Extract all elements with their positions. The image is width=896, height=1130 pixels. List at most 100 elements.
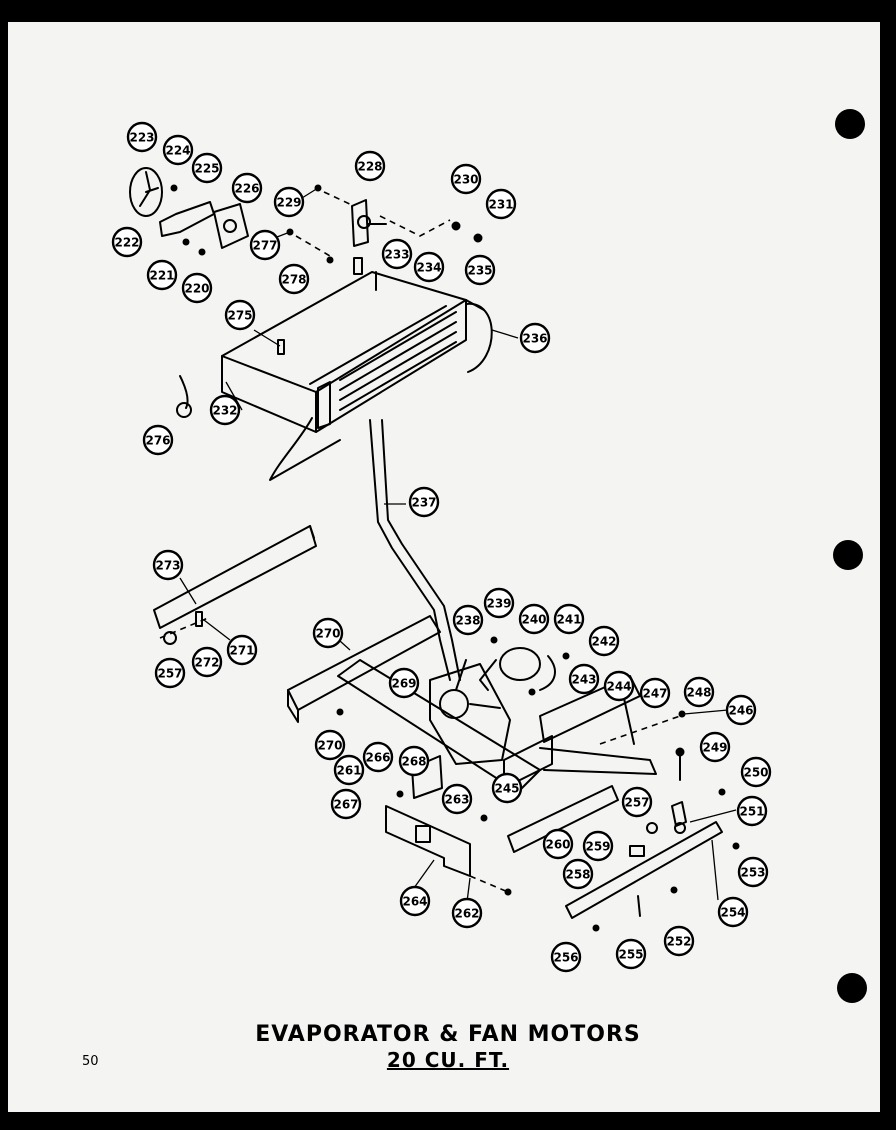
callout-230: 230	[450, 163, 482, 195]
top-border-band	[0, 0, 896, 22]
callout-224: 224	[162, 134, 194, 166]
callout-circle	[312, 617, 344, 649]
callout-245: 245	[491, 772, 523, 804]
callout-circle	[542, 828, 574, 860]
callout-circle	[111, 226, 143, 258]
callout-circle	[399, 885, 431, 917]
mounting-rail	[153, 525, 317, 645]
callout-circle	[717, 896, 749, 928]
callout-247: 247	[639, 677, 671, 709]
callout-circle	[621, 786, 653, 818]
callout-257: 257	[621, 786, 653, 818]
callout-235: 235	[464, 254, 496, 286]
callout-252: 252	[663, 925, 695, 957]
callout-255: 255	[615, 938, 647, 970]
callout-circle	[126, 121, 158, 153]
callout-254: 254	[717, 896, 749, 928]
callout-circle	[452, 604, 484, 636]
callout-label: 247	[642, 687, 667, 701]
callout-circle	[553, 603, 585, 635]
callout-263: 263	[441, 783, 473, 815]
callout-label: 250	[743, 766, 768, 780]
callout-label: 240	[521, 613, 546, 627]
callout-260: 260	[542, 828, 574, 860]
callout-circle	[725, 694, 757, 726]
callout-256: 256	[550, 941, 582, 973]
callout-label: 221	[149, 269, 174, 283]
callout-circle	[154, 657, 186, 689]
callout-circle	[441, 783, 473, 815]
callout-240: 240	[518, 603, 550, 635]
callout-label: 269	[391, 677, 416, 691]
callout-circle	[146, 259, 178, 291]
callout-circle	[354, 150, 386, 182]
callout-label: 260	[545, 838, 570, 852]
callout-258: 258	[562, 858, 594, 890]
callout-circle	[451, 897, 483, 929]
callout-257: 257	[154, 657, 186, 689]
callout-circle	[464, 254, 496, 286]
callout-circle	[736, 795, 768, 827]
callout-231: 231	[485, 188, 517, 220]
callout-circle	[231, 172, 263, 204]
callout-bubbles: 2232242252262222212202282292772782302312…	[111, 121, 772, 973]
callout-220: 220	[181, 272, 213, 304]
callout-label: 234	[416, 261, 441, 275]
callout-circle	[162, 134, 194, 166]
callout-266: 266	[362, 741, 394, 773]
lower-brackets	[385, 747, 740, 932]
callout-236: 236	[519, 322, 551, 354]
callout-circle	[181, 272, 213, 304]
callout-270: 270	[312, 617, 344, 649]
callout-circle	[249, 229, 281, 261]
callout-232: 232	[209, 394, 241, 426]
callout-label: 230	[453, 173, 478, 187]
callout-222: 222	[111, 226, 143, 258]
callout-circle	[683, 676, 715, 708]
callout-270: 270	[314, 729, 346, 761]
callout-234: 234	[413, 251, 445, 283]
callout-label: 276	[145, 434, 170, 448]
callout-248: 248	[683, 676, 715, 708]
callout-label: 249	[702, 741, 727, 755]
callout-circle	[191, 152, 223, 184]
callout-circle	[413, 251, 445, 283]
callout-246: 246	[725, 694, 757, 726]
binder-hole-top	[835, 109, 865, 139]
callout-label: 237	[411, 496, 436, 510]
callout-label: 242	[591, 635, 616, 649]
callout-267: 267	[330, 788, 362, 820]
callout-circle	[582, 830, 614, 862]
callout-244: 244	[603, 670, 635, 702]
callout-circle	[485, 188, 517, 220]
bottom-border-band	[0, 1112, 896, 1130]
callout-circle	[483, 587, 515, 619]
callout-circle	[142, 424, 174, 456]
callout-circle	[491, 772, 523, 804]
callout-circle	[699, 731, 731, 763]
evaporator-housing	[176, 271, 493, 481]
callout-circle	[663, 925, 695, 957]
callout-circle	[588, 625, 620, 657]
callout-circle	[562, 858, 594, 890]
callout-circle	[737, 856, 769, 888]
callout-238: 238	[452, 604, 484, 636]
callout-circle	[398, 745, 430, 777]
callout-label: 268	[401, 755, 426, 769]
callout-circle	[639, 677, 671, 709]
callout-253: 253	[737, 856, 769, 888]
callout-circle	[333, 754, 365, 786]
callout-label: 252	[666, 935, 691, 949]
callout-271: 271	[226, 634, 258, 666]
callout-label: 231	[488, 198, 513, 212]
callout-276: 276	[142, 424, 174, 456]
callout-circle	[568, 663, 600, 695]
callout-228: 228	[354, 150, 386, 182]
callout-circle	[740, 756, 772, 788]
callout-label: 257	[157, 667, 182, 681]
callout-label: 261	[336, 764, 361, 778]
diagram-subtitle: 20 CU. FT.	[386, 1048, 510, 1072]
callout-label: 277	[252, 239, 277, 253]
callout-249: 249	[699, 731, 731, 763]
